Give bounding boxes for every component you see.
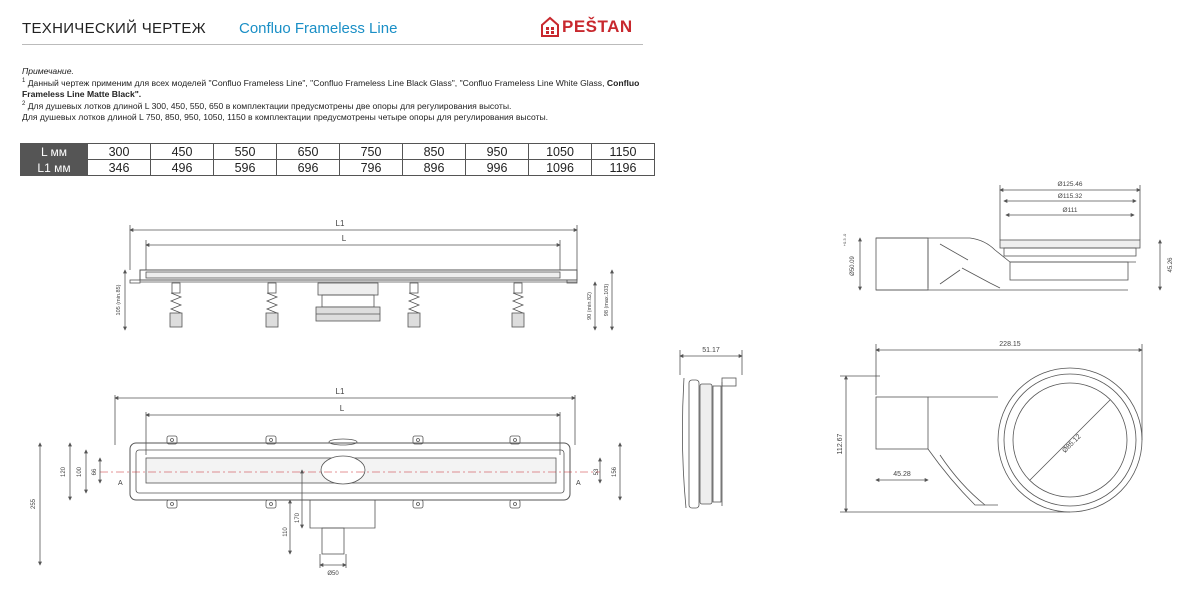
- dim-d50: Ø50: [327, 571, 339, 577]
- dim-100: 100: [77, 466, 83, 477]
- dim-45-26: 45.26: [1168, 257, 1174, 273]
- dim-255: 255: [31, 498, 37, 509]
- dim-51-17: 51.17: [702, 347, 720, 354]
- note-3: Для душевых лотков длиной L 750, 850, 95…: [22, 112, 549, 123]
- table-cell: 1196: [591, 159, 655, 176]
- dim-d125: Ø125.46: [1058, 181, 1083, 188]
- table-cell: 1050: [528, 143, 592, 160]
- dim-170: 170: [295, 512, 301, 523]
- mounting-tab: [509, 435, 521, 445]
- dim-d111: Ø111: [1063, 207, 1078, 214]
- dim-height-left: 105 (min.85): [116, 284, 122, 315]
- dim-120: 120: [61, 466, 67, 477]
- front-view: [123, 225, 614, 331]
- dim-L1-top: L1: [336, 387, 345, 396]
- table-cell: 950: [465, 143, 529, 160]
- plan-view-siphon: [840, 344, 1143, 513]
- side-view-small: [679, 350, 743, 509]
- page-title: ТЕХНИЧЕСКИЙ ЧЕРТЕЖ: [22, 20, 206, 37]
- table-cell: 696: [276, 159, 340, 176]
- mounting-tab: [265, 499, 277, 509]
- dim-228-15: 228.15: [999, 341, 1021, 348]
- dim-d115: Ø115.32: [1058, 193, 1083, 200]
- house-icon: [541, 16, 559, 37]
- table-cell: 596: [213, 159, 277, 176]
- dim-156: 156: [612, 466, 618, 477]
- note-2: 2 Для душевых лотков длиной L 300, 450, …: [22, 100, 512, 111]
- table-row: L мм 300 450 550 650 750 850 950 1050 11…: [20, 143, 655, 160]
- brand-name: PEŠTAN: [562, 17, 633, 36]
- mounting-tab: [509, 499, 521, 509]
- dim-110: 110: [283, 527, 289, 537]
- product-name: Confluo Frameless Line: [239, 20, 398, 37]
- dim-66: 66: [92, 468, 98, 475]
- height-support: [265, 282, 279, 328]
- header-divider: [22, 44, 643, 45]
- dim-L: L: [342, 234, 347, 243]
- dim-112-67: 112.67: [837, 433, 844, 454]
- height-support: [511, 282, 525, 328]
- brand-logo: PEŠTAN: [540, 14, 660, 42]
- siphon: [315, 282, 381, 322]
- notes: Примечание. 1 Данный чертеж применим для…: [22, 66, 647, 124]
- dim-L-top: L: [340, 404, 345, 413]
- header: ТЕХНИЧЕСКИЙ ЧЕРТЕЖ Confluo Frameless Lin…: [22, 14, 642, 48]
- dim-53: 53: [594, 468, 600, 475]
- section-mark-left: A: [118, 480, 123, 487]
- height-support: [169, 282, 183, 328]
- table-cell: 750: [339, 143, 403, 160]
- height-support: [407, 282, 421, 328]
- dim-height-right2: 98 (max.103): [604, 284, 610, 317]
- top-view: [38, 395, 622, 568]
- mounting-tab: [265, 435, 277, 445]
- row-label: L1 мм: [20, 159, 88, 176]
- table-cell: 346: [87, 159, 151, 176]
- mounting-tab: [412, 499, 424, 509]
- dim-L1: L1: [336, 219, 345, 228]
- dimension-table: L мм 300 450 550 650 750 850 950 1050 11…: [20, 143, 655, 176]
- mounting-tab: [166, 435, 178, 445]
- notes-label: Примечание.: [22, 66, 74, 76]
- dim-height-right1: 90 (min.82): [587, 292, 593, 320]
- side-view-siphon: [858, 185, 1162, 291]
- mounting-tab: [166, 499, 178, 509]
- note-1: 1 Данный чертеж применим для всех моделе…: [22, 77, 640, 100]
- table-cell: 1150: [591, 143, 655, 160]
- mounting-tab: [412, 435, 424, 445]
- section-mark-right: A: [576, 480, 581, 487]
- dim-pipe-d50: Ø50.09: [850, 255, 856, 275]
- dim-d85: Ø85.12: [1061, 433, 1082, 454]
- dim-pipe-tolerance: +0.3 -0: [842, 233, 847, 246]
- dim-45-28: 45.28: [893, 471, 911, 478]
- table-row: L1 мм 346 496 596 696 796 896 996 1096 1…: [20, 159, 655, 176]
